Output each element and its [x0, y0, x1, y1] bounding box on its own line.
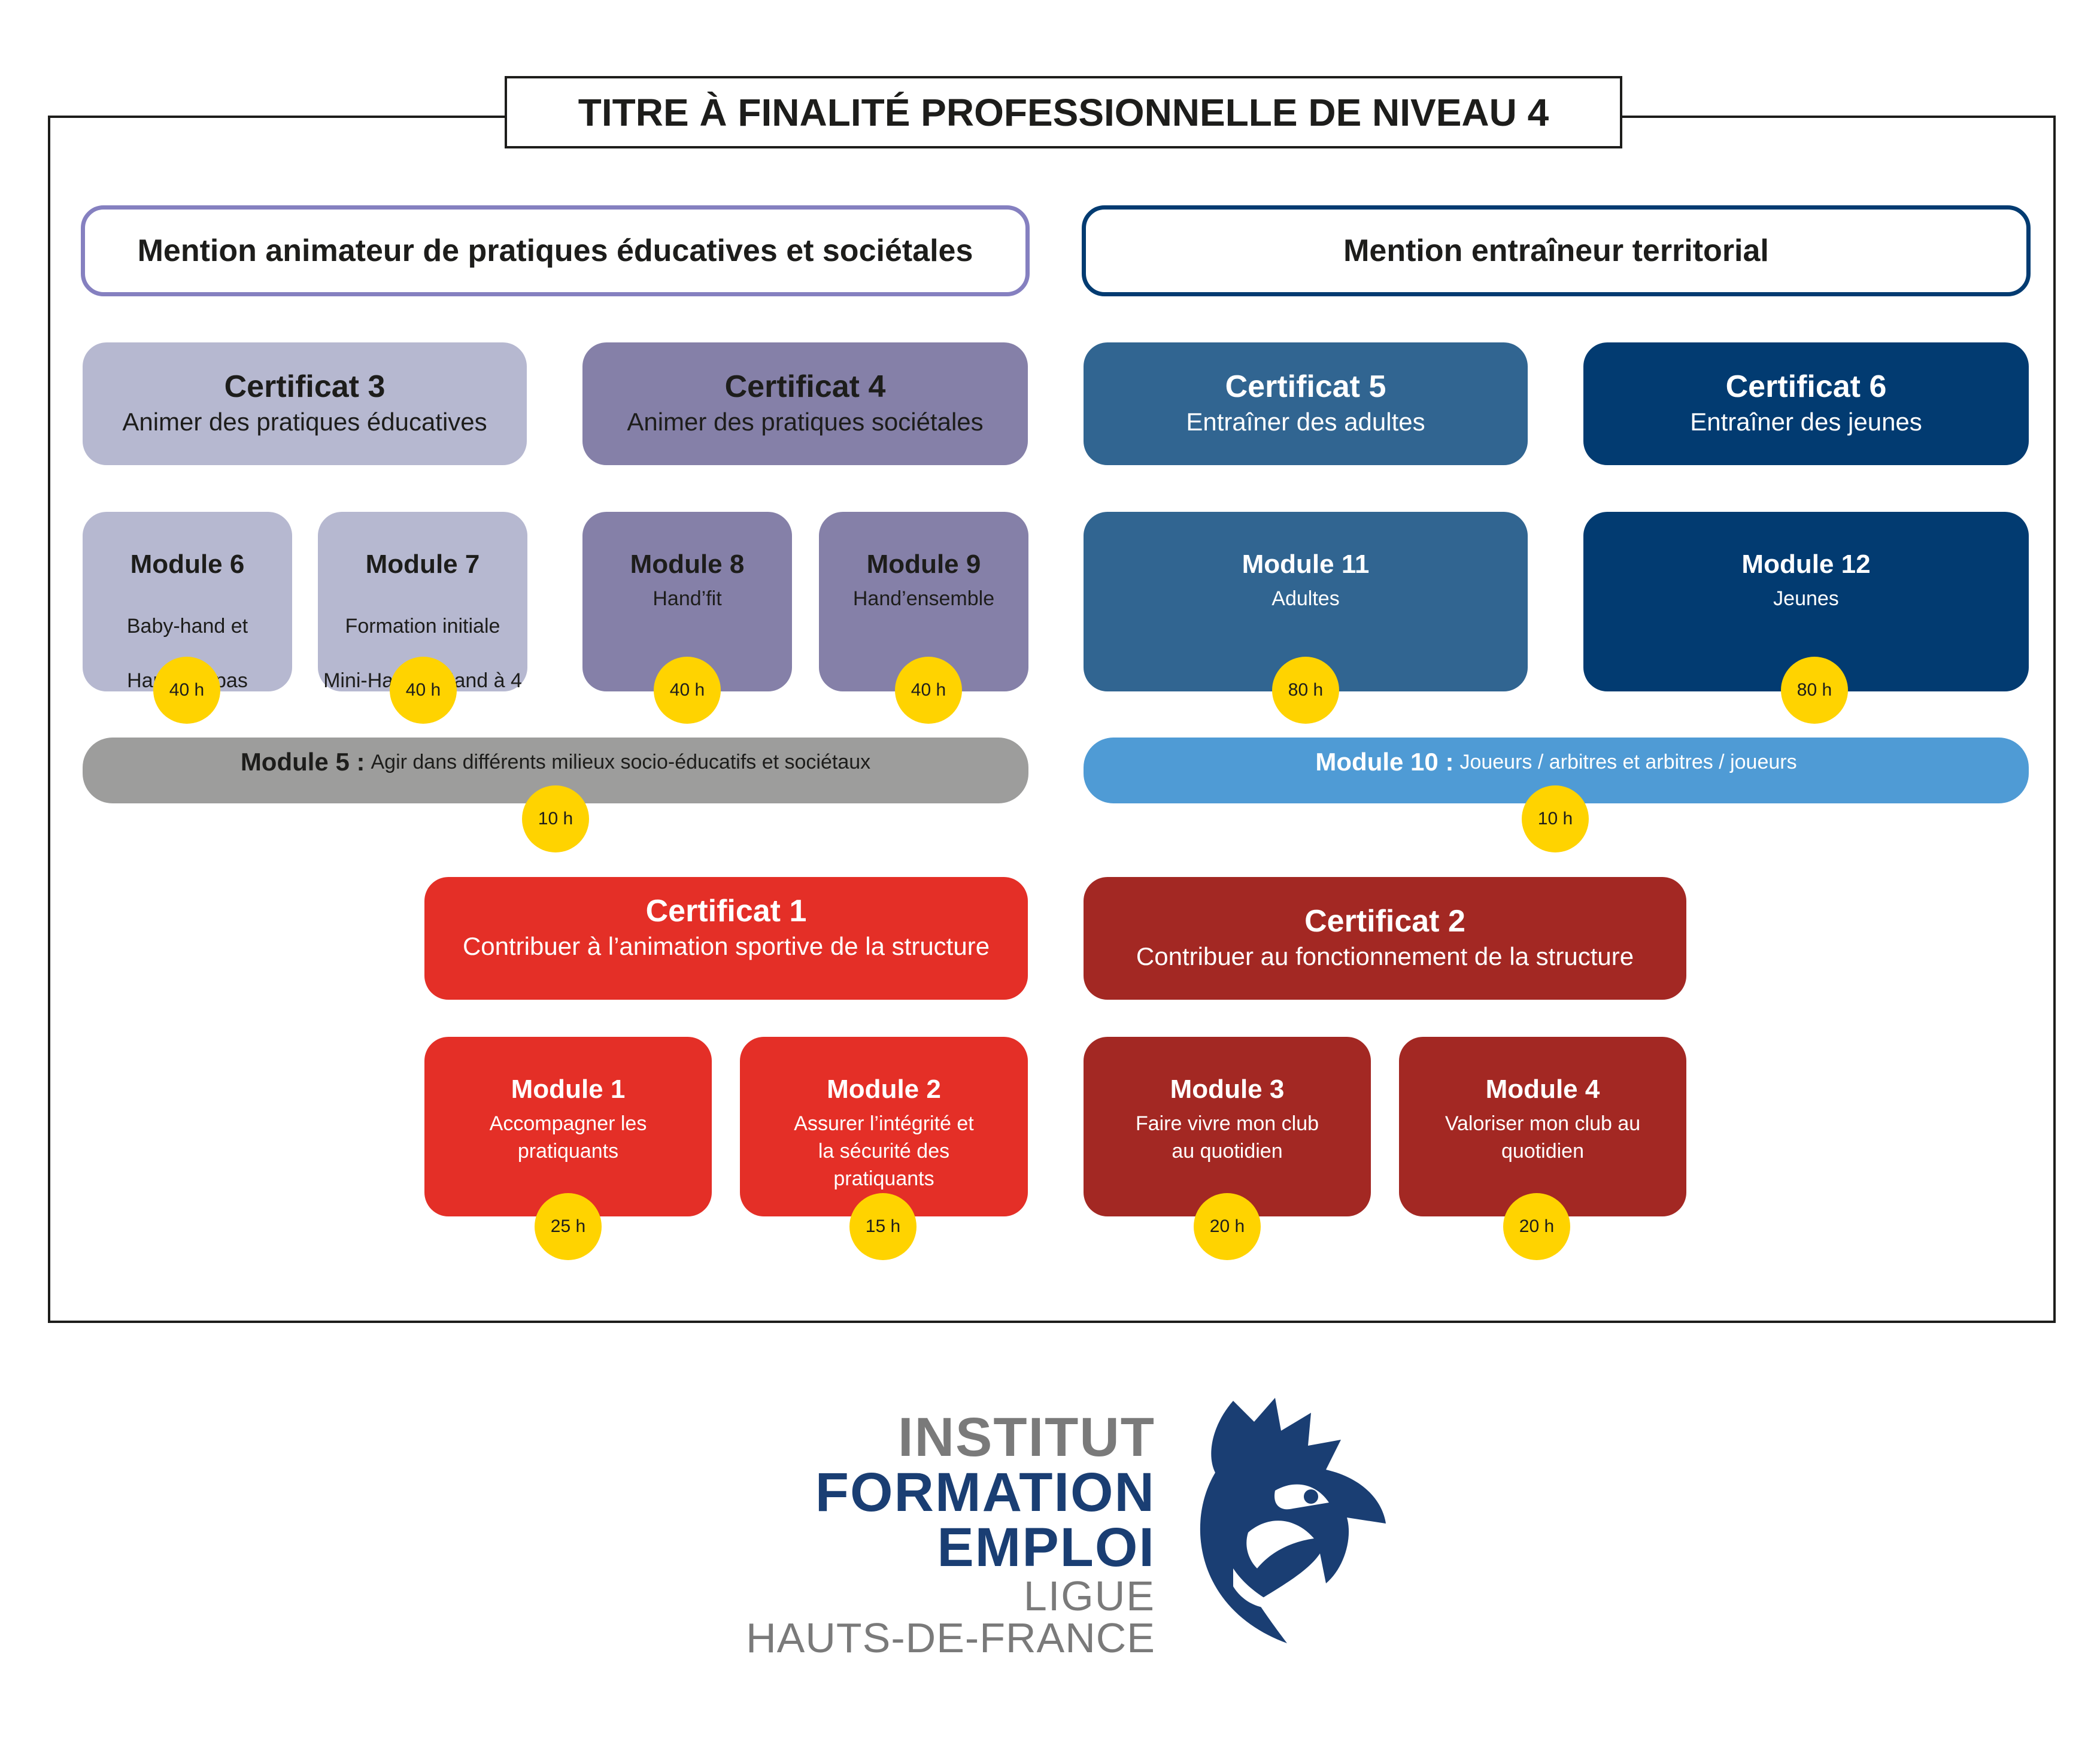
certificat-4-title: Certificat 4: [724, 369, 886, 404]
page-title: TITRE À FINALITÉ PROFESSIONNELLE DE NIVE…: [505, 76, 1622, 148]
logo-line-formation: FORMATION: [815, 1462, 1155, 1523]
module-8-title: Module 8: [630, 550, 745, 579]
hours-badge-module-1: 25 h: [535, 1193, 602, 1260]
certificat-2: Certificat 2 Contribuer au fonctionnemen…: [1084, 877, 1686, 1000]
module-2-title: Module 2: [827, 1075, 941, 1104]
certificat-1-title: Certificat 1: [645, 894, 807, 928]
module-7-title: Module 7: [365, 550, 480, 579]
module-3-title: Module 3: [1170, 1075, 1285, 1104]
module-7-line1: Formation initiale: [345, 614, 500, 638]
certificat-5: Certificat 5 Entraîner des adultes: [1084, 342, 1528, 465]
diagram-frame: [48, 116, 2056, 1323]
hours-badge-module-9: 40 h: [895, 657, 962, 724]
hours-badge-module-12: 80 h: [1781, 657, 1848, 724]
certificat-3-subtitle: Animer des pratiques éducatives: [122, 408, 487, 436]
module-10-title: Module 10 :: [1315, 748, 1454, 776]
certificat-6-title: Certificat 6: [1725, 369, 1887, 404]
module-4: Module 4 Valoriser mon club au quotidien: [1399, 1037, 1686, 1216]
module-2: Module 2 Assurer l’intégrité et la sécur…: [740, 1037, 1028, 1216]
module-6-line2b: pas: [209, 669, 248, 693]
module-5-description: Agir dans différents milieux socio-éduca…: [371, 750, 871, 773]
hours-badge-module-11: 80 h: [1272, 657, 1339, 724]
module-9-title: Module 9: [866, 550, 981, 579]
mention-entraineur: Mention entraîneur territorial: [1082, 205, 2031, 296]
module-3: Module 3 Faire vivre mon club au quotidi…: [1084, 1037, 1371, 1216]
certificat-5-title: Certificat 5: [1225, 369, 1386, 404]
module-6-line1: Baby-hand et: [126, 614, 248, 638]
module-4-title: Module 4: [1485, 1075, 1600, 1104]
certificat-4: Certificat 4 Animer des pratiques sociét…: [582, 342, 1028, 465]
certificat-5-subtitle: Entraîner des adultes: [1186, 408, 1425, 436]
module-1: Module 1 Accompagner les pratiquants: [424, 1037, 712, 1216]
module-6-title: Module 6: [130, 550, 245, 579]
hours-badge-module-2: 15 h: [849, 1193, 917, 1260]
logo-line-emploi: EMPLOI: [937, 1517, 1155, 1578]
module-9-description: Hand’ensemble: [852, 587, 995, 610]
module-12-description: Jeunes: [1773, 587, 1839, 610]
certificat-2-subtitle: Contribuer au fonctionnement de la struc…: [1136, 942, 1634, 971]
hours-badge-module-10: 10 h: [1522, 785, 1589, 852]
hours-badge-module-7: 40 h: [390, 657, 457, 724]
hours-badge-module-6: 40 h: [153, 657, 220, 724]
module-5-title: Module 5 :: [240, 748, 365, 776]
logo-line-hauts-de-france: HAUTS-DE-FRANCE: [746, 1615, 1155, 1661]
certificat-2-title: Certificat 2: [1304, 903, 1465, 939]
module-1-description: Accompagner les pratiquants: [489, 1112, 647, 1163]
logo-line-institut: INSTITUT: [898, 1407, 1155, 1468]
module-1-title: Module 1: [511, 1075, 626, 1104]
mention-animateur: Mention animateur de pratiques éducative…: [81, 205, 1030, 296]
hours-badge-module-4: 20 h: [1503, 1193, 1570, 1260]
hours-badge-module-8: 40 h: [654, 657, 721, 724]
hours-badge-module-3: 20 h: [1194, 1193, 1261, 1260]
certificat-4-subtitle: Animer des pratiques sociétales: [627, 408, 984, 436]
certificat-6: Certificat 6 Entraîner des jeunes: [1583, 342, 2029, 465]
module-2-description: Assurer l’intégrité et la sécurité des p…: [794, 1112, 974, 1190]
module-3-description: Faire vivre mon club au quotidien: [1135, 1112, 1319, 1163]
module-11-description: Adultes: [1271, 587, 1340, 610]
module-8-description: Hand’fit: [653, 587, 722, 610]
certificat-1: Certificat 1 Contribuer à l’animation sp…: [424, 877, 1028, 1000]
module-12-title: Module 12: [1741, 550, 1871, 579]
module-9: Module 9 Hand’ensemble: [819, 512, 1028, 691]
certificat-6-subtitle: Entraîner des jeunes: [1690, 408, 1922, 436]
module-10-description: Joueurs / arbitres et arbitres / joueurs: [1459, 750, 1797, 773]
certificat-3-title: Certificat 3: [224, 369, 386, 404]
certificat-1-subtitle: Contribuer à l’animation sportive de la …: [462, 932, 990, 961]
logo-line-ligue: LIGUE: [1023, 1573, 1155, 1619]
institut-logo-text: INSTITUT FORMATION EMPLOI LIGUE HAUTS-DE…: [658, 1407, 1155, 1659]
hours-badge-module-5: 10 h: [522, 785, 589, 852]
module-11-title: Module 11: [1242, 550, 1370, 579]
certificat-3: Certificat 3 Animer des pratiques éducat…: [83, 342, 527, 465]
module-4-description: Valoriser mon club au quotidien: [1444, 1112, 1641, 1163]
rooster-logo-icon: [1191, 1389, 1395, 1652]
